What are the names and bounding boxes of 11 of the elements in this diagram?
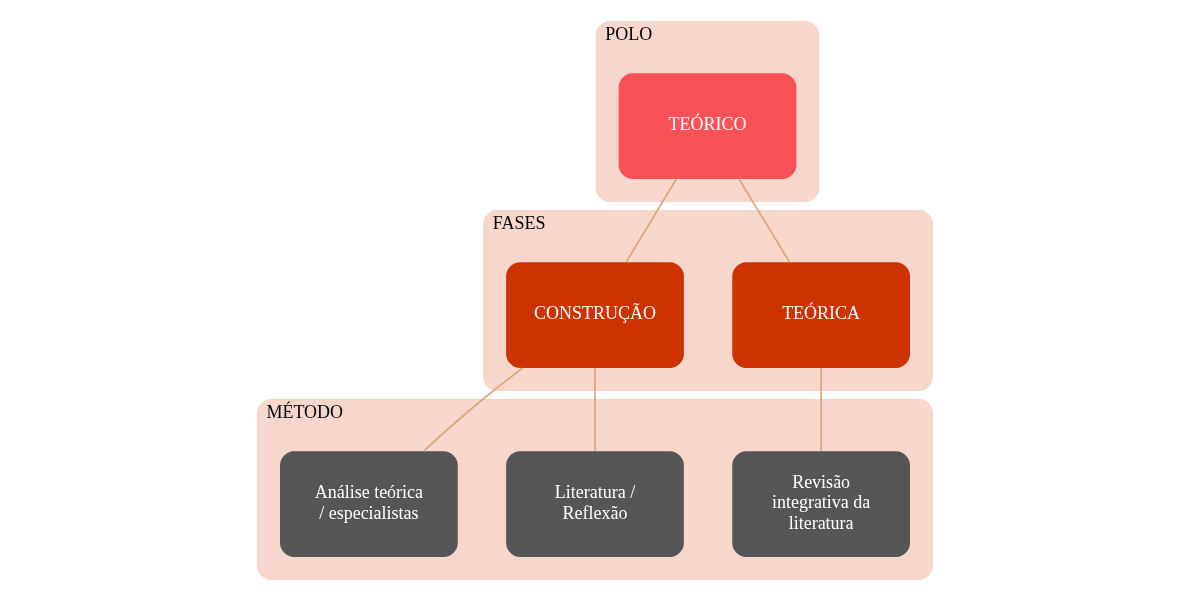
node-box: CONSTRUÇÃO — [505, 262, 684, 368]
connector — [737, 178, 790, 263]
connector — [625, 178, 677, 263]
connector — [593, 367, 596, 452]
node-box: TEÓRICO — [618, 73, 796, 179]
connector — [819, 367, 822, 452]
node-box: Análise teórica / especialistas — [279, 451, 458, 557]
connector — [422, 367, 524, 452]
node-box: TEÓRICA — [731, 262, 910, 368]
node-box: Literatura / Reflexão — [505, 451, 684, 557]
node-box: Revisão integrativa da literatura — [731, 451, 910, 557]
